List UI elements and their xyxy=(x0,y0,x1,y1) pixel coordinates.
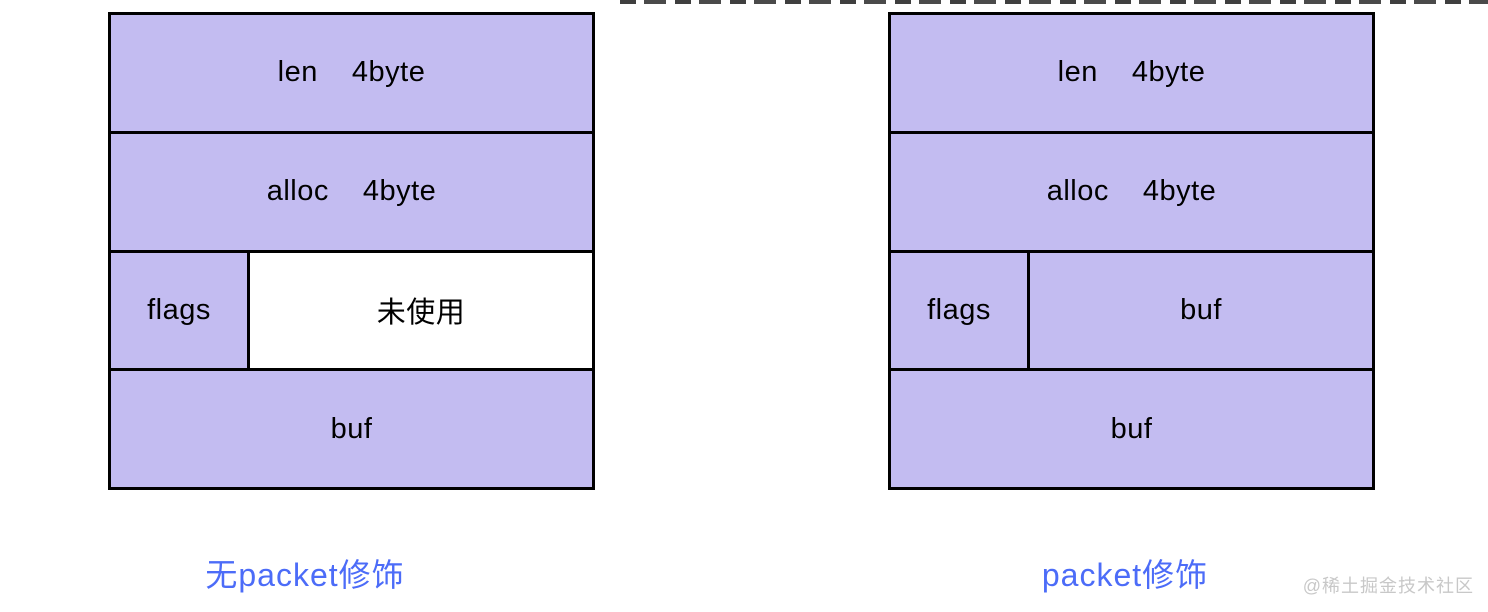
struct-row-len: len 4byte xyxy=(891,15,1372,131)
field-name-label: len xyxy=(277,56,318,89)
cell-len: len 4byte xyxy=(891,15,1372,131)
cell-flags: flags xyxy=(891,252,1027,369)
cell-alloc: alloc 4byte xyxy=(891,133,1372,250)
field-name-label: buf xyxy=(1180,293,1222,326)
cell-unused-padding: 未使用 xyxy=(250,252,592,369)
struct-row-buf: buf xyxy=(891,371,1372,487)
cell-buf: buf xyxy=(891,371,1372,487)
field-name-label: 未使用 xyxy=(376,297,466,330)
struct-diagram-packed: len 4byte alloc 4byte flags buf buf xyxy=(888,12,1375,490)
cell-len: len 4byte xyxy=(111,15,592,131)
struct-row-buf: buf xyxy=(111,371,592,487)
cell-flags: flags xyxy=(111,252,247,369)
juejin-watermark: @稀土掘金技术社区 xyxy=(1302,576,1474,596)
caption-packed: packet修饰 xyxy=(1041,557,1209,593)
struct-row-len: len 4byte xyxy=(111,15,592,131)
field-size-label: 4byte xyxy=(351,56,426,89)
struct-row-alloc: alloc 4byte xyxy=(111,133,592,250)
field-name-label: flags xyxy=(927,293,991,326)
field-name-label: alloc xyxy=(1046,175,1109,208)
cropped-top-artifact xyxy=(620,0,1488,4)
struct-diagram-unpacked: len 4byte alloc 4byte flags 未使用 buf xyxy=(108,12,595,490)
cell-alloc: alloc 4byte xyxy=(111,133,592,250)
cell-buf-inline: buf xyxy=(1030,252,1372,369)
field-size-label: 4byte xyxy=(1142,175,1217,208)
field-size-label: 4byte xyxy=(362,175,437,208)
struct-row-alloc: alloc 4byte xyxy=(891,133,1372,250)
caption-unpacked: 无packet修饰 xyxy=(205,557,405,593)
struct-row-flags: flags 未使用 xyxy=(111,252,592,369)
field-name-label: alloc xyxy=(266,175,329,208)
field-name-label: flags xyxy=(147,293,211,326)
field-size-label: 4byte xyxy=(1131,56,1206,89)
cell-buf: buf xyxy=(111,371,592,487)
field-name-label: buf xyxy=(1110,412,1153,445)
field-name-label: len xyxy=(1057,56,1098,89)
struct-row-flags: flags buf xyxy=(891,252,1372,369)
field-name-label: buf xyxy=(330,412,373,445)
